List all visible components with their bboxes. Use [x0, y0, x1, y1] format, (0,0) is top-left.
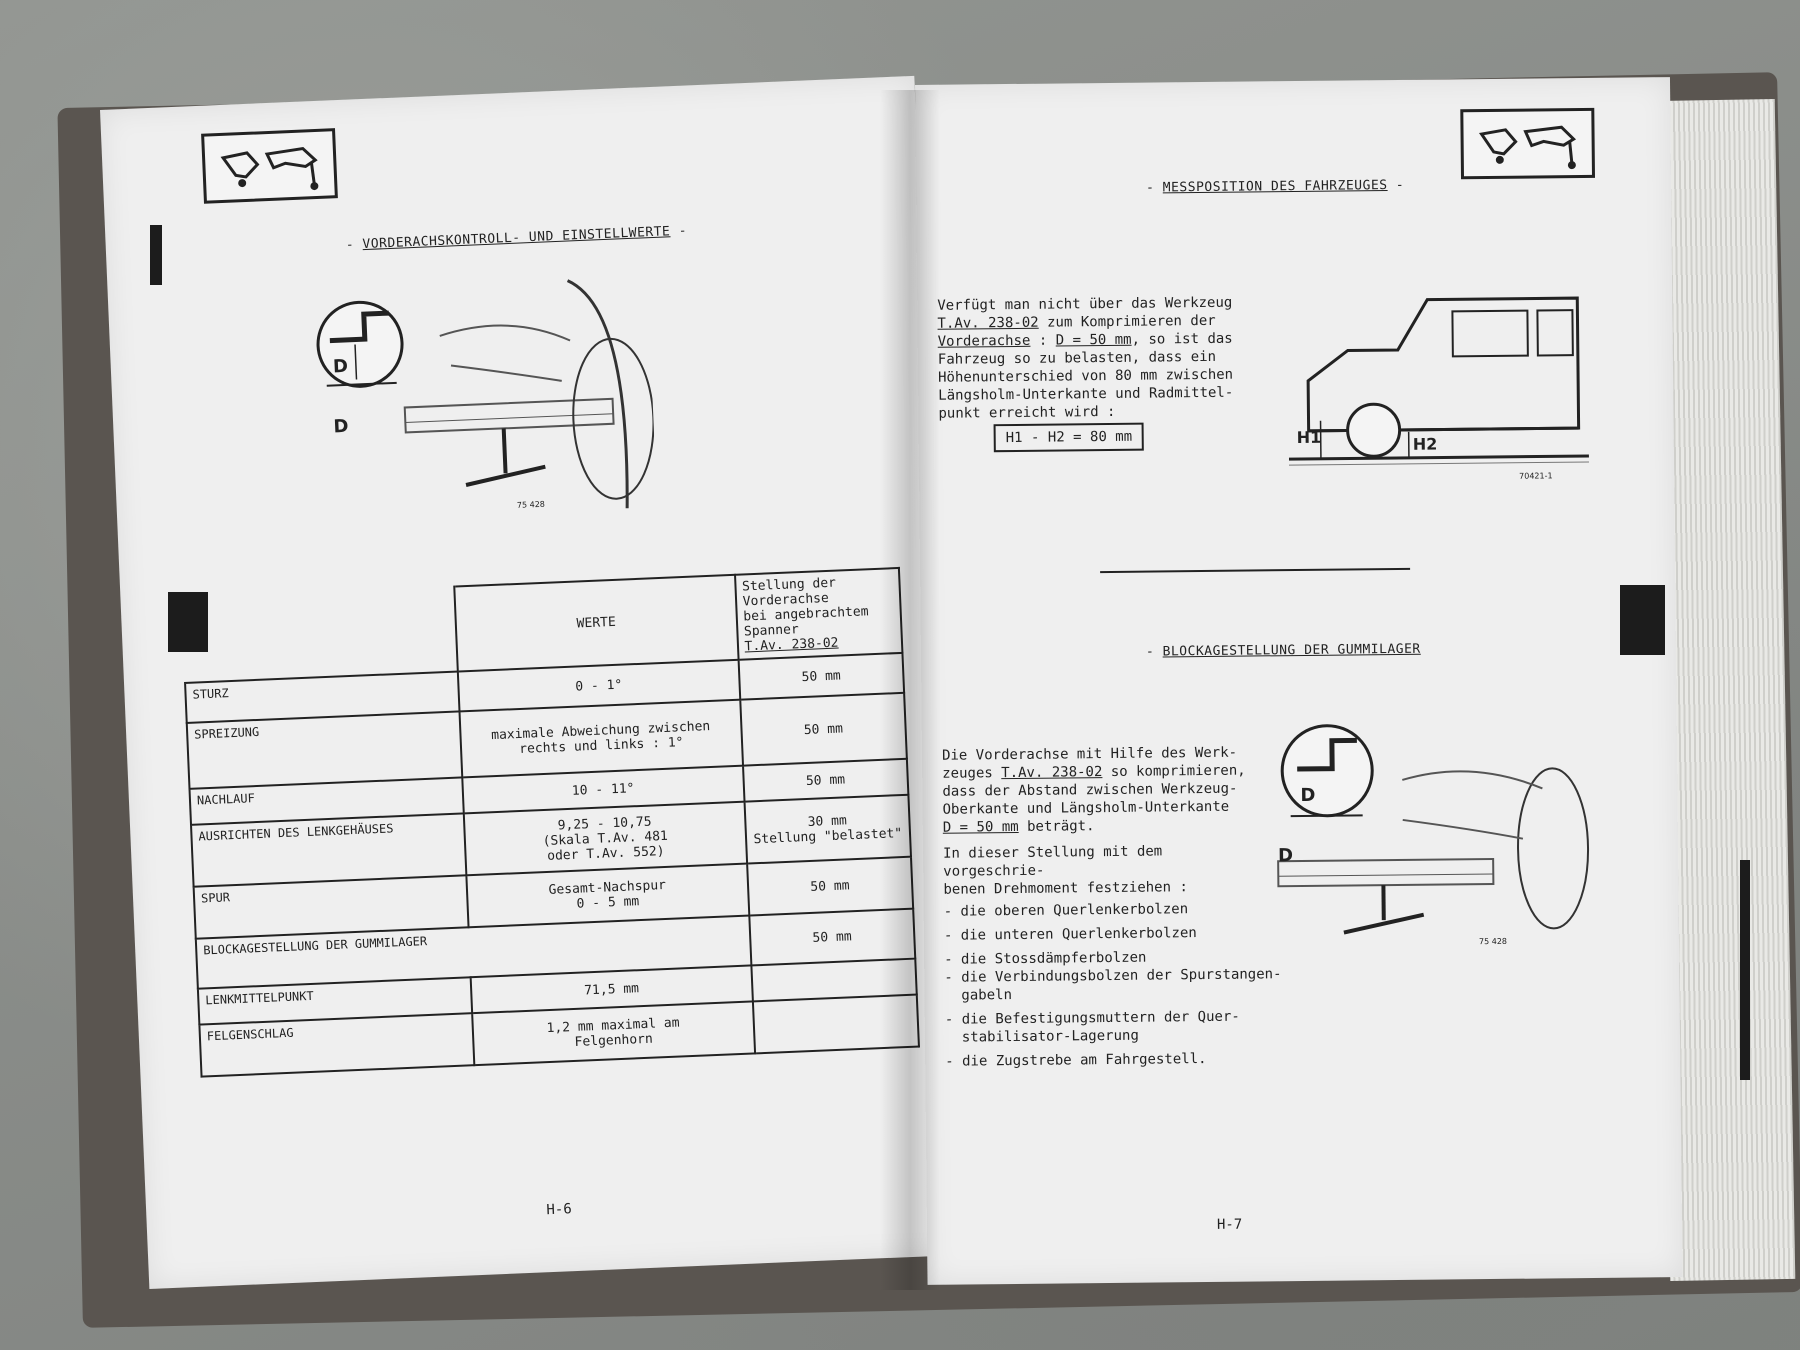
list-item: - die oberen Querlenkerbolzen — [943, 901, 1189, 920]
figure-label-d-top: D — [333, 356, 349, 378]
page-number: H-7 — [1216, 1216, 1243, 1233]
torque-paragraph: In dieser Stellung mit dem vorgeschrie- … — [942, 843, 1188, 898]
section-tab-mark — [1740, 860, 1750, 1080]
car-label-h1: H1 — [1297, 428, 1322, 447]
section-tab-mark — [150, 225, 162, 285]
right-page: - MESSPOSITION DES FAHRZEUGES - Verfügt … — [915, 77, 1683, 1285]
row-label: SPREIZUNG — [186, 711, 463, 789]
divider — [1100, 567, 1411, 574]
left-page: - VORDERACHSKONTROLL- UND EINSTELLWERTE … — [100, 75, 964, 1289]
suspension-arm-icon — [1460, 107, 1596, 180]
figure-number: 75 428 — [517, 500, 545, 510]
page-number: H-6 — [546, 1201, 573, 1219]
section-heading-measurement: - MESSPOSITION DES FAHRZEUGES - — [1146, 177, 1405, 196]
spine-shadow — [880, 90, 940, 1290]
list-item: - die Verbindungsbolzen der Spurstangen- — [944, 966, 1282, 986]
formula-box: H1 - H2 = 80 mm — [993, 422, 1145, 453]
figure-label-d-top: D — [1300, 785, 1315, 806]
list-item: stabilisator-Lagerung — [944, 1027, 1139, 1046]
figure-label-d-bottom: D — [1278, 845, 1293, 866]
torque-list: - die oberen Querlenkerbolzen - die unte… — [944, 899, 1286, 1077]
list-item: - die Befestigungsmuttern der Quer- — [944, 1008, 1240, 1028]
table-header-empty — [181, 586, 458, 683]
axle-figure: D D 75 428 — [1277, 724, 1590, 946]
section-heading-blockage: - BLOCKAGESTELLUNG DER GUMMILAGER — [1145, 641, 1421, 660]
row-label: AUSRICHTEN DES LENKGEHÄUSES — [191, 813, 467, 887]
figure-label-d-bottom: D — [333, 416, 349, 438]
suspension-arm-icon — [201, 128, 338, 204]
list-item: - die Zugstrebe am Fahrgestell. — [945, 1051, 1207, 1070]
car-figure: H1 H2 70421-1 — [1288, 296, 1589, 481]
measurement-paragraph: Verfügt man nicht über das Werkzeug T.Av… — [937, 294, 1234, 422]
row-value: 1,2 mm maximal am Felgenhorn — [472, 1001, 755, 1066]
row-label: FELGENSCHLAG — [199, 1013, 475, 1077]
row-value: 9,25 - 10,75 (Skala T.Av. 481 oder T.Av.… — [463, 801, 747, 876]
car-figure-number: 70421-1 — [1519, 471, 1553, 480]
list-item: - die unteren Querlenkerbolzen — [943, 925, 1197, 944]
spec-table: WERTE Stellung der Vorderachse bei angeb… — [180, 567, 920, 1078]
blockage-paragraph: Die Vorderachse mit Hilfe des Werk- zeug… — [941, 744, 1246, 836]
section-tab-mark — [168, 592, 208, 652]
car-label-h2: H2 — [1413, 435, 1438, 454]
section-tab-mark — [1620, 585, 1665, 655]
list-item: gabeln — [944, 987, 1013, 1004]
column-header-position: Stellung der Vorderachse bei angebrachte… — [734, 567, 903, 660]
page-heading: - VORDERACHSKONTROLL- UND EINSTELLWERTE … — [345, 223, 688, 253]
column-header-values: WERTE — [454, 574, 739, 672]
figure-number: 75 428 — [1479, 937, 1507, 946]
axle-figure: D D 75 428 — [316, 279, 655, 510]
row-value: maximale Abweichung zwischen rechts und … — [459, 699, 743, 778]
